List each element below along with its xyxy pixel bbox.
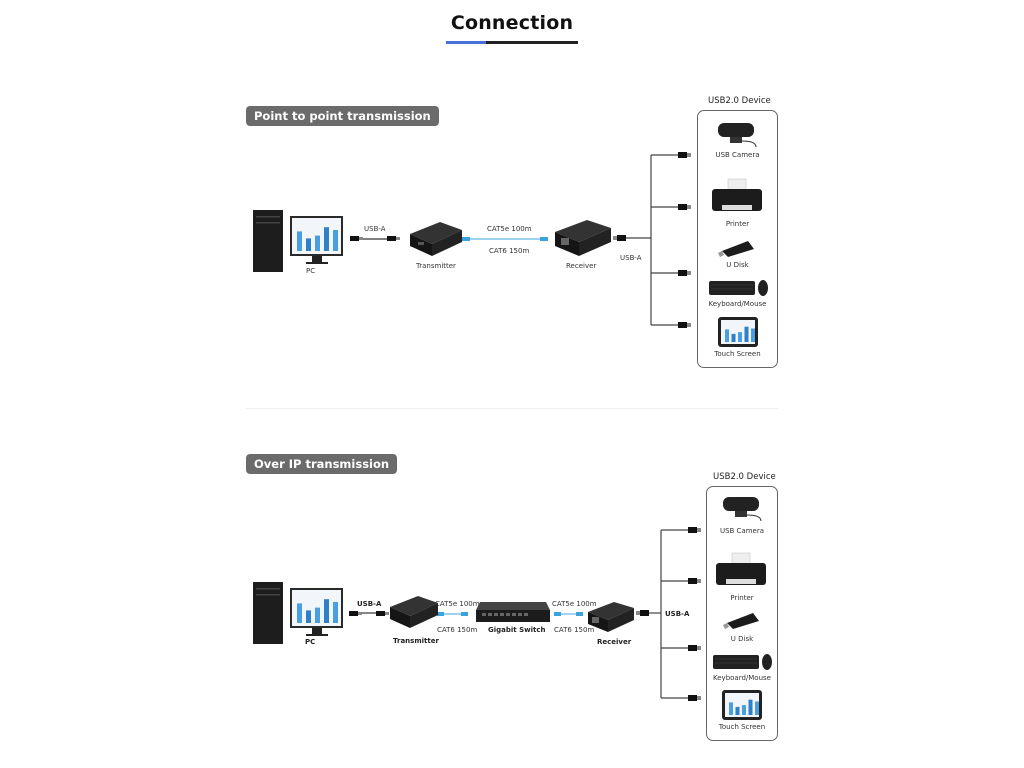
section-badge-point-to-point: Point to point transmission [246,106,439,126]
device-label: Keyboard/Mouse [713,674,771,682]
usb-out-label: USB-A [620,254,642,262]
transmitter-label: Transmitter [416,262,456,270]
usb-in-label: USB-A [364,225,386,233]
usb-in-label: USB-A [357,600,382,608]
screen-bar [324,227,329,251]
cable1-spec-top: CAT5e 100m [435,600,480,608]
screen-bar [315,235,320,251]
device-label: USB Camera [715,151,760,159]
lan-cable-icon [554,612,583,616]
usb-camera-icon [716,121,758,151]
title-underline-accent [446,41,486,44]
screen-bar [748,699,753,715]
device-label: Printer [730,594,754,602]
transmitter-icon [388,594,438,630]
usb-device-box: USB Camera Printer U Disk Keyboard/Mouse… [706,486,778,741]
screen-bar [297,231,302,251]
screen-bar [738,332,742,342]
keyboard-mouse-icon [713,653,773,675]
u-disk-icon [723,611,763,635]
screen-bar [755,701,759,715]
pc-icon [250,208,345,274]
screen-bar [324,599,329,623]
page-title: Connection [450,12,574,34]
screen-bar [333,230,338,251]
switch-label: Gigabit Switch [488,626,546,634]
cable-spec-bottom: CAT6 150m [489,247,530,255]
pc-screen-chart [297,227,338,251]
lan-cable-icon [437,612,468,616]
receiver-icon [553,218,613,258]
device-plugs [688,527,701,701]
screen-bar [725,329,729,342]
usb-out-label: USB-A [665,610,690,618]
pc-label: PC [305,638,316,646]
cable2-spec-top: CAT5e 100m [552,600,597,608]
screen-bar [306,610,311,623]
usb-cable-icon [349,611,389,616]
cable2-spec-bottom: CAT6 150m [554,626,595,634]
receiver-label: Receiver [566,262,597,270]
device-label: Touch Screen [718,723,766,731]
screen-bar [731,333,736,342]
transmitter-label: Transmitter [393,637,439,645]
screen-bar [306,238,311,251]
pc-label: PC [306,267,316,275]
device-group-title: USB2.0 Device [713,472,776,482]
touch-screen-icon [718,317,758,351]
cable1-spec-bottom: CAT6 150m [437,626,478,634]
screen-bar [744,326,749,342]
usb-hub-tree [650,154,678,326]
screen-bar [297,603,302,623]
touch-screen-icon [722,690,762,724]
u-disk-icon [718,239,758,263]
device-group-title: USB2.0 Device [708,96,771,106]
usb-plug-icon [613,235,651,241]
usb-hub-tree [660,529,688,699]
pc-icon [250,580,345,646]
cable-spec-top: CAT5e 100m [487,225,532,233]
section-divider [246,408,778,409]
screen-bar [729,702,733,715]
screen-bar [751,328,755,342]
device-label: Keyboard/Mouse [708,300,767,308]
title-underline [446,41,578,44]
device-plugs [678,152,691,328]
receiver-label: Receiver [597,638,632,646]
section-badge-over-ip: Over IP transmission [246,454,398,474]
screen-bar [315,607,320,623]
keyboard-mouse-icon [709,279,769,301]
device-label: USB Camera [719,527,765,535]
screen-bar [742,705,746,715]
usb-camera-icon [721,495,763,525]
device-label: Touch Screen [714,350,761,358]
lan-cable-icon [462,237,548,241]
device-label: Printer [725,220,750,228]
device-label: U Disk [730,635,754,643]
usb-plug-icon [636,610,661,616]
transmitter-icon [408,220,462,258]
printer-icon [710,177,766,221]
usb-cable-icon [350,236,400,241]
screen-bar [735,706,740,715]
pc-screen-chart [297,599,338,623]
device-label: U Disk [726,261,749,269]
screen-bar [333,602,338,623]
gigabit-switch-icon [474,602,550,624]
usb-device-box: USB Camera Printer U Disk Keyboard/Mouse… [697,110,778,368]
printer-icon [714,551,770,595]
receiver-icon [586,600,636,634]
